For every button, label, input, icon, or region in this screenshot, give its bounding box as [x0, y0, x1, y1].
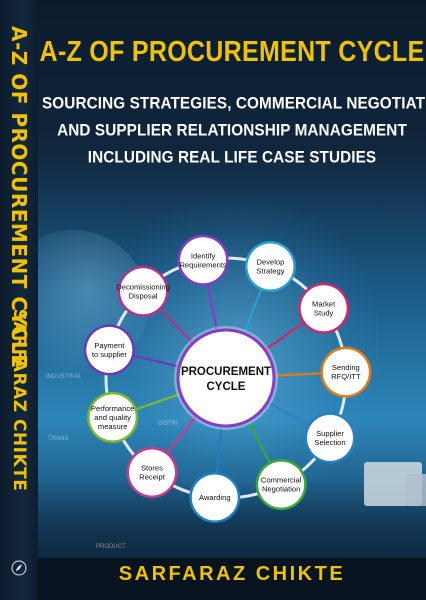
cycle-node-label: Receipt	[139, 473, 166, 482]
cycle-node-label: Payment	[94, 341, 125, 350]
cycle-node-circle	[322, 349, 369, 396]
cycle-node-circle	[180, 237, 227, 284]
cycle-node-label: Develop	[256, 258, 284, 267]
cycle-node-label: Strategy	[256, 267, 284, 276]
author-bar	[38, 558, 426, 600]
cycle-node-label: Awarding	[199, 493, 231, 502]
truck-cab-graphic	[406, 474, 426, 506]
subtitle-line: AND SUPPLIER RELATIONSHIP MANAGEMENT	[57, 121, 407, 140]
subtitle-line: SOURCING STRATEGIES, COMMERCIAL NEGOTIAT…	[42, 94, 426, 113]
cycle-node-label: Study	[314, 308, 334, 317]
publisher-logo-icon	[11, 560, 27, 576]
cycle-node-label: measure	[98, 422, 128, 431]
cycle-node-label: Performance	[91, 404, 134, 413]
cycle-node-label: Selection	[314, 438, 345, 447]
center-node	[176, 328, 276, 428]
cycle-node-label: Stores	[141, 464, 163, 473]
book-subtitle: SOURCING STRATEGIES, COMMERCIAL NEGOTIAT…	[42, 90, 426, 171]
cycle-node-label: Decomissioning	[116, 282, 170, 291]
cycle-node-circle	[191, 474, 238, 521]
spine-title: A-Z OF PROCUREMENT CYCLE	[7, 26, 31, 369]
cycle-node-circle	[86, 326, 133, 373]
cycle-node-circle	[120, 268, 167, 315]
center-label: CYCLE	[207, 381, 246, 393]
cycle-node-label: Identify	[191, 251, 216, 260]
cycle-node-label: Commercial	[261, 476, 302, 485]
cycle-node-circle	[247, 243, 294, 290]
author-name: SARFARAZ CHIKTE	[118, 563, 346, 585]
cycle-node-label: Supplier	[316, 429, 344, 438]
cycle-node-label: to supplier	[92, 350, 128, 359]
center-label: PROCUREMENT	[181, 366, 271, 378]
cycle-node-label: Disposal	[128, 291, 157, 300]
cycle-node-circle	[89, 394, 136, 441]
background-word: PRODUCT	[96, 544, 126, 550]
book-title: A-Z OF PROCUREMENT CYCLE	[39, 35, 425, 69]
background-word: INDUSTRIAL	[46, 374, 82, 380]
background-word: TRANS	[48, 436, 68, 442]
cycle-node-label: Requirements	[179, 260, 226, 269]
subtitle-line: INCLUDING REAL LIFE CASE STUDIES	[87, 148, 377, 167]
cycle-node-circle	[128, 449, 175, 496]
book-spine: A-Z OF PROCUREMENT CYCLE SARFARAZ CHIKTE	[0, 0, 39, 600]
spine-author: SARFARAZ CHIKTE	[9, 308, 29, 492]
front-cover: A-Z OF PROCUREMENT CYCLE SOURCING STRATE…	[38, 0, 426, 600]
procurement-cycle-diagram: INDUSTRIAL TRANS DISTRI PRODUCT PROCUREMENT C…	[46, 234, 372, 550]
cycle-node-circle	[300, 285, 347, 332]
background-word: DISTRI	[158, 421, 178, 427]
cycle-node: Awarding	[189, 471, 241, 523]
cycle-node-circle	[307, 414, 354, 461]
cycle-node-label: Sending	[332, 363, 360, 372]
cycle-node-label: Market	[312, 299, 336, 308]
cycle-node-label: Negotiation	[262, 485, 300, 494]
cycle-node-label: and quality	[94, 413, 131, 422]
cycle-node-circle	[258, 461, 305, 508]
cycle-node-label: RFQ/ITT	[331, 372, 361, 381]
